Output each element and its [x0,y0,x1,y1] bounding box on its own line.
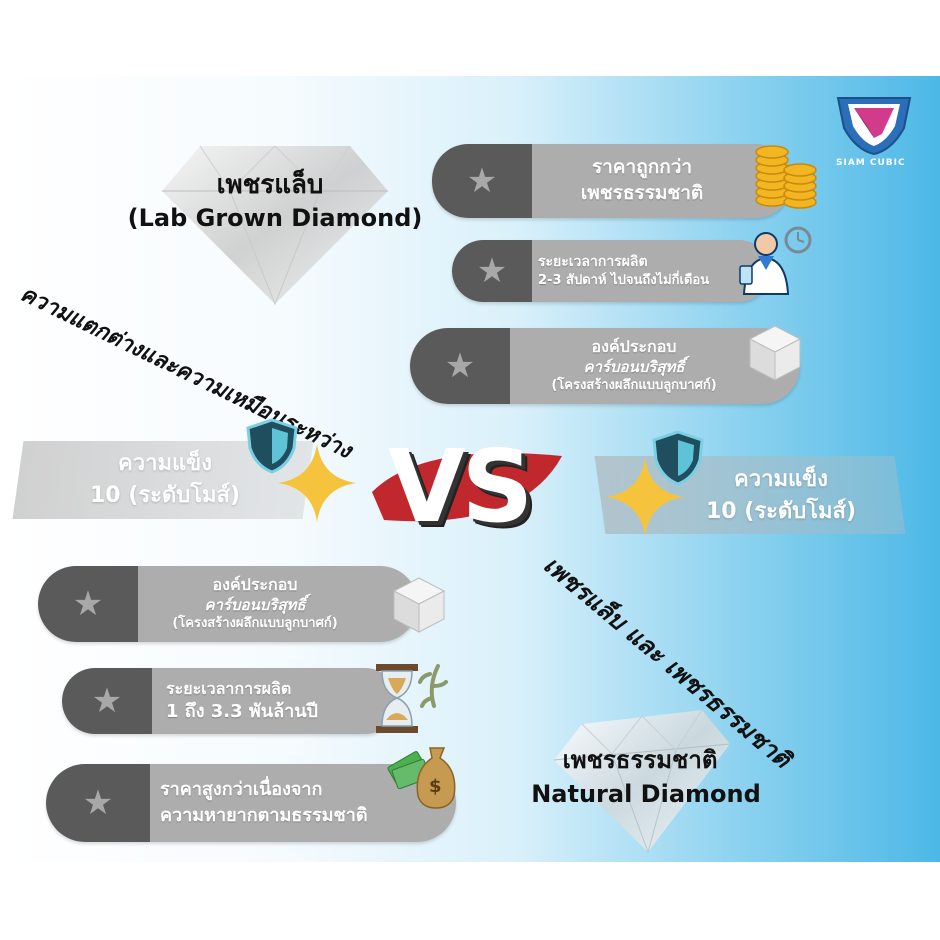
lab-price-line2: เพชรธรรมชาติ [580,182,704,204]
star-icon-box: ★ [62,668,152,734]
natural-hardness-line1: ความแข็ง [734,467,828,492]
lab-diamond-image [160,136,390,306]
star-icon-box: ★ [432,144,532,218]
natural-price-pill: ★ ราคาสูงกว่าเนื่องจาก ความหายากตามธรรมช… [46,764,456,842]
star-icon: ★ [444,346,476,386]
lab-composition-line1: องค์ประกอบ [591,337,677,357]
natural-price-line2: ความหายากตามธรรมชาติ [160,805,368,826]
lab-production-line1: ระยะเวลาการผลิต [538,253,648,270]
lab-title-line1: เพชรแล็บ [216,170,324,200]
siam-cubic-logo: SIAM CUBIC [834,94,916,174]
star-icon-box: ★ [452,240,532,302]
natural-composition-line3: (โครงสร้างผลึกแบบลูกบาศก์) [172,615,338,631]
cube-icon [392,576,446,634]
natural-diamond-image [552,704,732,854]
lab-hardness-line2: 10 (ระดับโมส์) [89,482,240,508]
shield-icon [244,418,300,474]
star-icon-box: ★ [38,566,138,642]
lab-hardness-text: ความแข็ง 10 (ระดับโมส์) [60,448,270,512]
natural-title-line1: เพชรธรรมชาติ [562,746,718,774]
star-icon-box: ★ [46,764,150,842]
star-icon-box: ★ [410,328,510,404]
brand-name: SIAM CUBIC [836,158,906,168]
cube-icon [748,324,802,382]
shield-logo-icon [836,97,912,156]
vs-badge: VS [372,428,562,545]
star-icon: ★ [466,161,498,201]
infographic-canvas: SIAM CUBIC เพชรแล็บ (Lab Grown Diamond) … [0,76,940,862]
lab-price-pill: ★ ราคาถูกกว่า เพชรธรรมชาติ [432,144,792,218]
natural-production-line2: 1 ถึง 3.3 พันล้านปี [166,700,318,722]
star-icon: ★ [82,783,114,823]
hourglass-icon [368,656,454,742]
natural-price-line1: ราคาสูงกว่าเนื่องจาก [160,778,323,800]
lab-production-line2: 2-3 สัปดาห์ ไปจนถึงไม่กี่เดือน [538,272,710,288]
natural-production-line1: ระยะเวลาการผลิต [166,679,292,699]
sparkle-icon [604,456,686,538]
lab-production-time-pill: ★ ระยะเวลาการผลิต 2-3 สัปดาห์ ไปจนถึงไม่… [452,240,770,302]
vs-text: VS [388,428,533,545]
lab-composition-pill: ★ องค์ประกอบ คาร์บอนบริสุทธิ์ (โครงสร้าง… [410,328,800,404]
coin-stack-icon [752,136,822,212]
lab-title-line2: (Lab Grown Diamond) [127,204,423,232]
natural-composition-line1: องค์ประกอบ [212,575,298,595]
money-bag-icon: $ [386,740,460,810]
lab-composition-line2: คาร์บอนบริสุทธิ์ [583,358,685,377]
scientist-icon [736,222,816,298]
natural-hardness-line2: 10 (ระดับโมส์) [705,498,856,524]
lab-composition-line3: (โครงสร้างผลึกแบบลูกบาศก์) [551,377,717,393]
natural-title-line2: Natural Diamond [531,780,761,808]
natural-production-time-pill: ★ ระยะเวลาการผลิต 1 ถึง 3.3 พันล้านปี [62,668,398,734]
star-icon: ★ [91,681,123,721]
natural-composition-pill: ★ องค์ประกอบ คาร์บอนบริสุทธิ์ (โครงสร้าง… [38,566,418,642]
shield-icon [650,430,706,486]
lab-price-line1: ราคาถูกกว่า [591,156,693,179]
star-icon: ★ [476,251,508,291]
svg-text:$: $ [429,776,442,797]
lab-hardness-line1: ความแข็ง [118,451,212,476]
natural-composition-line2: คาร์บอนบริสุทธิ์ [204,596,306,615]
star-icon: ★ [72,584,104,624]
sparkle-icon [276,442,358,524]
natural-hardness-text: ความแข็ง 10 (ระดับโมส์) [676,464,886,528]
